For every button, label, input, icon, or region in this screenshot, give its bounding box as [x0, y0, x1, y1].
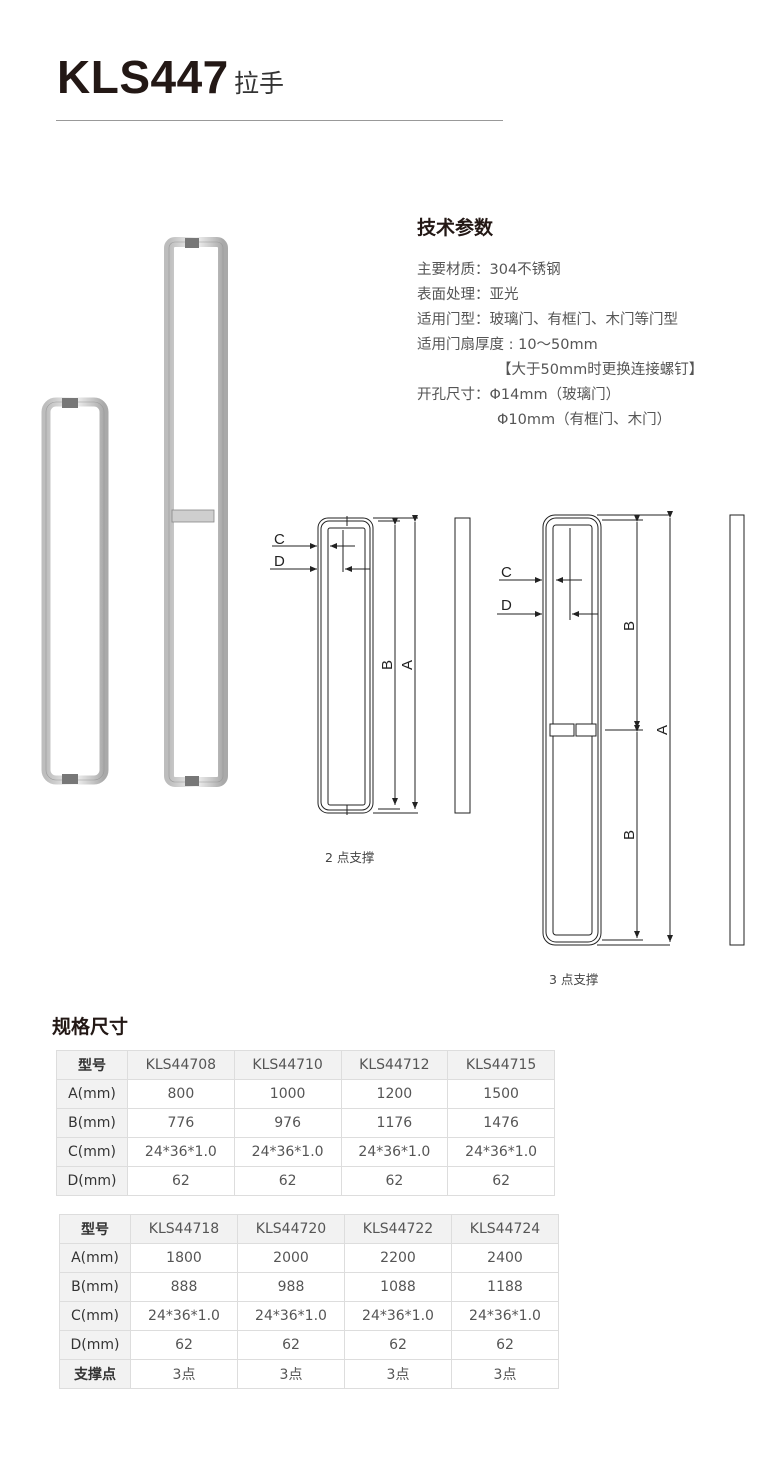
table-cell: KLS44710	[233, 1050, 342, 1080]
row-label: B(mm)	[56, 1108, 128, 1138]
dim-label-d: D	[501, 597, 512, 614]
table-cell: 62	[340, 1166, 449, 1196]
table-cell: 988	[237, 1272, 345, 1302]
long-handle-photo	[164, 237, 228, 787]
table-cell: 1200	[340, 1079, 449, 1109]
dim-label-c: C	[274, 531, 285, 548]
row-label: A(mm)	[56, 1079, 128, 1109]
table-cell: 62	[451, 1330, 559, 1360]
table-cell: 2200	[344, 1243, 452, 1273]
tech-params-title: 技术参数	[417, 217, 494, 239]
tech-hole-size: 开孔尺寸：Φ14mm（玻璃门）	[417, 387, 621, 403]
two-point-drawing	[270, 515, 471, 815]
table-cell: 1000	[233, 1079, 342, 1109]
dim-label-d: D	[274, 553, 285, 570]
table-cell: 2000	[237, 1243, 345, 1273]
table-cell: 888	[130, 1272, 238, 1302]
row-label: C(mm)	[59, 1301, 131, 1331]
table-cell: KLS44708	[127, 1050, 235, 1080]
table-cell: 24*36*1.0	[344, 1301, 452, 1331]
table-cell: 62	[447, 1166, 555, 1196]
table-cell: 24*36*1.0	[127, 1137, 235, 1167]
short-handle-photo	[41, 397, 109, 785]
row-label: 型号	[59, 1214, 131, 1244]
table-cell: 3点	[237, 1359, 345, 1389]
caption-two-point: 2 点支撑	[325, 850, 375, 865]
spec-title: 规格尺寸	[52, 1016, 129, 1038]
dim-label-a: A	[399, 660, 416, 670]
product-photos	[41, 237, 228, 787]
table-cell: 1188	[451, 1272, 559, 1302]
tech-door-type: 适用门型：玻璃门、有框门、木门等门型	[417, 312, 678, 328]
table-cell: 1476	[447, 1108, 555, 1138]
table-cell: 24*36*1.0	[340, 1137, 449, 1167]
product-model: KLS447	[57, 51, 229, 103]
divider	[56, 120, 503, 121]
row-label: D(mm)	[56, 1166, 128, 1196]
row-label: A(mm)	[59, 1243, 131, 1273]
table-cell: 24*36*1.0	[237, 1301, 345, 1331]
table-cell: KLS44722	[344, 1214, 452, 1244]
caption-three-point: 3 点支撑	[549, 972, 599, 987]
tech-material: 主要材质：304不锈钢	[417, 262, 561, 278]
table-cell: 62	[344, 1330, 452, 1360]
technical-drawings: C D B A C D B B A	[270, 511, 745, 946]
row-label: C(mm)	[56, 1137, 128, 1167]
tech-thickness-note: 【大于50mm时更换连接螺钉】	[497, 362, 704, 378]
table-cell: 1176	[340, 1108, 449, 1138]
product-name: 拉手	[234, 69, 285, 98]
table-cell: 3点	[451, 1359, 559, 1389]
table-cell: 62	[130, 1330, 238, 1360]
table-cell: 1800	[130, 1243, 238, 1273]
table-cell: 62	[127, 1166, 235, 1196]
table-cell: 62	[237, 1330, 345, 1360]
table-cell: 1088	[344, 1272, 452, 1302]
row-label: B(mm)	[59, 1272, 131, 1302]
dim-label-c: C	[501, 564, 512, 581]
row-label: 型号	[56, 1050, 128, 1080]
table-cell: 976	[233, 1108, 342, 1138]
dim-label-b-upper: B	[621, 621, 638, 631]
table-cell: 1500	[447, 1079, 555, 1109]
table-cell: 3点	[344, 1359, 452, 1389]
table-cell: 62	[233, 1166, 342, 1196]
table-cell: KLS44715	[447, 1050, 555, 1080]
table-cell: 800	[127, 1079, 235, 1109]
three-point-drawing	[497, 511, 745, 946]
row-label: D(mm)	[59, 1330, 131, 1360]
table-cell: KLS44712	[340, 1050, 449, 1080]
tech-finish: 表面处理：亚光	[417, 287, 519, 303]
table-cell: 3点	[130, 1359, 238, 1389]
table-cell: KLS44724	[451, 1214, 559, 1244]
table-cell: 24*36*1.0	[447, 1137, 555, 1167]
table-cell: KLS44720	[237, 1214, 345, 1244]
table-cell: 776	[127, 1108, 235, 1138]
dim-label-a: A	[654, 725, 671, 735]
table-cell: 24*36*1.0	[130, 1301, 238, 1331]
table-cell: 24*36*1.0	[233, 1137, 342, 1167]
dim-label-b-lower: B	[621, 830, 638, 840]
table-cell: 2400	[451, 1243, 559, 1273]
row-label: 支撑点	[59, 1359, 131, 1389]
tech-door-thickness: 适用门扇厚度 : 10～50mm	[417, 337, 598, 353]
table-cell: 24*36*1.0	[451, 1301, 559, 1331]
tech-hole-size-2: Φ10mm（有框门、木门）	[497, 412, 672, 428]
table-cell: KLS44718	[130, 1214, 238, 1244]
dim-label-b: B	[379, 660, 396, 670]
